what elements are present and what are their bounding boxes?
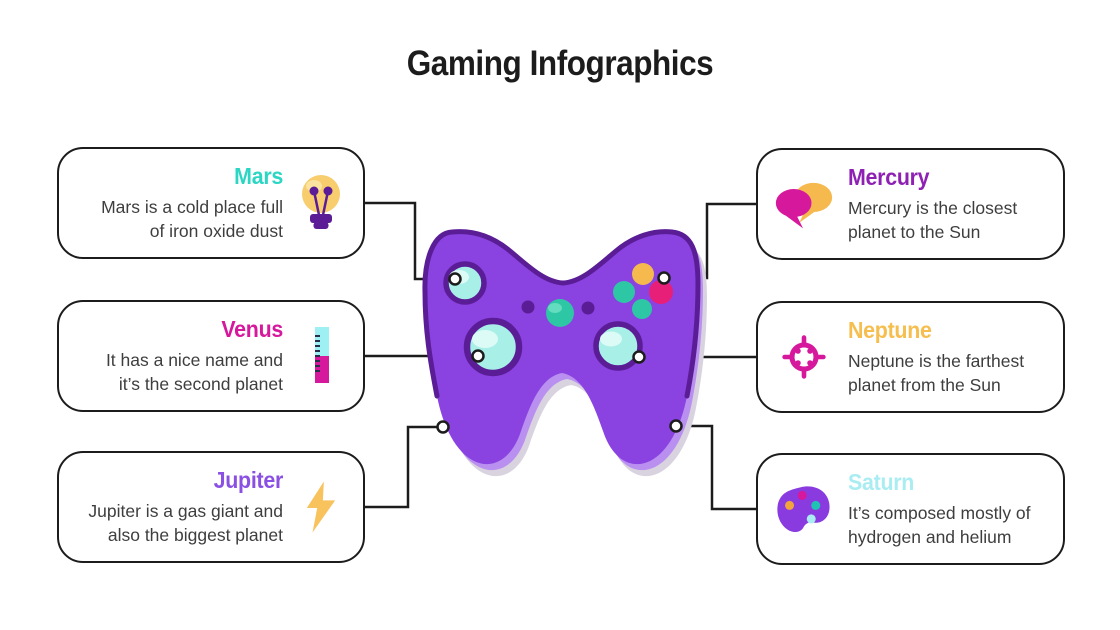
desc-line: it’s the second planet — [118, 374, 283, 394]
palette-icon — [774, 484, 834, 534]
speech-bubbles-icon — [774, 179, 834, 229]
card-neptune: Neptune Neptune is the farthest planet f… — [756, 301, 1065, 413]
gamepad — [422, 229, 707, 477]
card-venus-title: Venus — [221, 316, 283, 342]
face-button-teal-left — [613, 281, 635, 303]
face-button-pink — [649, 280, 673, 304]
connector-dots — [436, 271, 683, 434]
start-dot — [581, 301, 595, 315]
card-neptune-title: Neptune — [848, 317, 932, 343]
card-jupiter-description: Jupiter is a gas giant and also the bigg… — [81, 499, 283, 547]
right-joystick — [593, 321, 643, 371]
card-jupiter-title: Jupiter — [213, 467, 284, 493]
connector-dot-mars — [448, 272, 462, 286]
card-mars-text: Mars Mars is a cold place full of iron o… — [81, 163, 283, 243]
desc-line: hydrogen and helium — [848, 527, 1012, 547]
card-jupiter: Jupiter Jupiter is a gas giant and also … — [57, 451, 365, 563]
home-button — [546, 299, 574, 327]
card-mercury-title: Mercury — [848, 164, 930, 190]
desc-line: Mars is a cold place full — [101, 197, 283, 217]
crosshair-icon — [774, 333, 834, 381]
card-saturn-title: Saturn — [848, 469, 915, 495]
card-saturn-text: Saturn It’s composed mostly of hydrogen … — [848, 469, 1045, 549]
card-saturn-description: It’s composed mostly of hydrogen and hel… — [848, 501, 1045, 549]
thermometer-icon — [295, 326, 347, 386]
card-mercury: Mercury Mercury is the closest planet to… — [756, 148, 1065, 260]
desc-line: planet to the Sun — [848, 222, 981, 242]
card-mercury-description: Mercury is the closest planet to the Sun — [848, 196, 1045, 244]
left-joystick — [463, 317, 523, 377]
card-venus-text: Venus It has a nice name and it’s the se… — [81, 316, 283, 396]
desc-line: also the biggest planet — [107, 525, 283, 545]
card-neptune-text: Neptune Neptune is the farthest planet f… — [848, 317, 1045, 397]
face-button-yellow — [632, 263, 654, 285]
right-joystick-highlight — [600, 331, 622, 347]
card-venus-description: It has a nice name and it’s the second p… — [81, 348, 283, 396]
card-mars-title: Mars — [234, 163, 283, 189]
connector-dot-saturn — [669, 419, 683, 433]
card-saturn: Saturn It’s composed mostly of hydrogen … — [756, 453, 1065, 565]
card-neptune-description: Neptune is the farthest planet from the … — [848, 349, 1045, 397]
connector-jupiter — [365, 425, 443, 509]
lightbulb-icon — [295, 173, 347, 233]
lightning-bolt-icon — [295, 481, 347, 533]
gamepad-outline — [422, 229, 701, 399]
connector-dot-jupiter — [436, 420, 450, 434]
card-jupiter-text: Jupiter Jupiter is a gas giant and also … — [81, 467, 283, 547]
connector-saturn — [676, 424, 756, 511]
desc-line: planet from the Sun — [848, 375, 1001, 395]
connector-dot-neptune — [632, 350, 646, 364]
page-title: Gaming Infographics — [406, 44, 714, 83]
card-venus: Venus It has a nice name and it’s the se… — [57, 300, 365, 412]
select-dot — [521, 300, 535, 314]
home-button-highlight — [548, 303, 562, 313]
card-mercury-text: Mercury Mercury is the closest planet to… — [848, 164, 1045, 244]
left-joystick-highlight — [472, 330, 498, 348]
desc-line: Mercury is the closest — [848, 198, 1018, 218]
desc-line: of iron oxide dust — [149, 221, 283, 241]
connector-dot-mercury — [657, 271, 671, 285]
face-button-teal-bottom — [632, 299, 652, 319]
card-mars-description: Mars is a cold place full of iron oxide … — [81, 195, 283, 243]
desc-line: It has a nice name and — [105, 350, 283, 370]
card-mars: Mars Mars is a cold place full of iron o… — [57, 147, 365, 259]
connector-dot-venus — [471, 349, 485, 363]
desc-line: Jupiter is a gas giant and — [88, 501, 283, 521]
desc-line: Neptune is the farthest — [848, 351, 1025, 371]
connector-lines — [365, 201, 756, 511]
desc-line: It’s composed mostly of — [848, 503, 1031, 523]
